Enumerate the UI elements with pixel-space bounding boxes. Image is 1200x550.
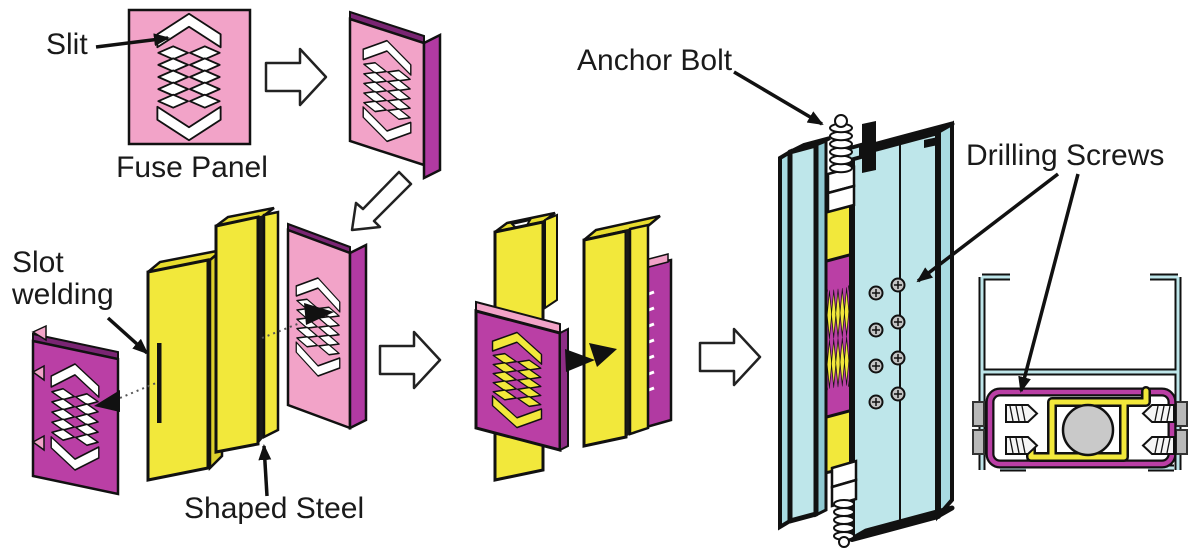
anchor-bolt-top xyxy=(826,114,856,214)
stud-lip-post xyxy=(862,121,876,173)
bolt-shaft xyxy=(830,478,858,508)
anchor-bolt-pointer-arrow xyxy=(733,70,824,126)
stud-lip-mark xyxy=(924,137,938,148)
final-assembly xyxy=(778,114,955,548)
process-arrow-1 xyxy=(264,47,328,107)
bolt-shaft xyxy=(826,184,856,214)
fuse-wrap-side xyxy=(559,327,569,452)
channel-face xyxy=(582,229,628,448)
slot-welding-label-line2: welding xyxy=(11,278,114,311)
drilling-screws-label: Drilling Screws xyxy=(966,139,1164,172)
subassembly-right xyxy=(582,214,673,448)
flange-wedge xyxy=(31,324,47,342)
weld-guide-arrowhead xyxy=(94,390,120,412)
flat-fuse-panel xyxy=(127,8,252,146)
cross-section-view xyxy=(972,273,1188,472)
fuse-panel-front-view xyxy=(286,222,368,431)
process-arrow-2-down xyxy=(350,170,413,232)
stud-face xyxy=(849,129,941,542)
channel-back-flange xyxy=(628,223,650,436)
subassembly-left xyxy=(474,211,569,482)
stud-right xyxy=(841,120,955,542)
drilling-screws-pointer-arrow-2 xyxy=(1018,173,1080,393)
stud-section-fill xyxy=(980,275,1180,470)
stud-face xyxy=(787,142,819,524)
flange-wedge xyxy=(31,364,45,382)
drilling-screws-section xyxy=(1005,404,1175,455)
fuse-panel-label: Fuse Panel xyxy=(116,151,268,184)
anchor-bolt-section xyxy=(1061,403,1115,457)
drilling-screw-heads xyxy=(868,277,906,410)
bolt-threads xyxy=(829,114,853,174)
shaped-steel-label: Shaped Steel xyxy=(184,492,364,525)
process-arrow-3 xyxy=(378,330,442,390)
shaped-steel-pointer-arrow xyxy=(258,444,272,497)
panel-flange xyxy=(348,242,368,431)
join-arrowhead-right xyxy=(589,343,617,367)
weld-guide-line xyxy=(261,322,301,339)
folded-fuse-panel xyxy=(348,10,442,181)
stud-bottom-cap xyxy=(849,505,955,542)
weld-guide-arrowhead xyxy=(304,303,334,325)
drilling-screws-pointer-arrow-1 xyxy=(916,172,1060,283)
channel-back-flange xyxy=(544,213,558,310)
anchor-bolt-label: Anchor Bolt xyxy=(577,44,733,77)
shaped-steel-channel-2 xyxy=(214,206,280,454)
shaped-steel-section xyxy=(1028,388,1149,460)
channel-back-flange xyxy=(262,210,280,440)
fuse-wrap-section xyxy=(987,389,1175,467)
slit-pointer-arrow xyxy=(95,33,170,49)
weld-guide-line xyxy=(119,382,157,399)
anchor-bolt-bottom xyxy=(830,459,858,548)
channel-face xyxy=(214,215,260,454)
join-arrowhead-left xyxy=(565,349,595,372)
channel-face xyxy=(146,258,210,482)
slot-welding-label-line1: Slot xyxy=(12,246,64,279)
flange-wedge xyxy=(31,434,45,452)
bolt-threads xyxy=(833,499,855,548)
shaped-steel-channel-1 xyxy=(146,247,224,482)
folded-panel-flange xyxy=(422,32,442,181)
fuse-panel-back-view xyxy=(31,324,120,496)
weld-slot xyxy=(157,343,162,423)
process-arrow-4 xyxy=(698,327,762,387)
stud-left xyxy=(778,136,831,531)
slot-welding-pointer-arrow xyxy=(106,316,149,355)
slit-label: Slit xyxy=(46,28,88,61)
